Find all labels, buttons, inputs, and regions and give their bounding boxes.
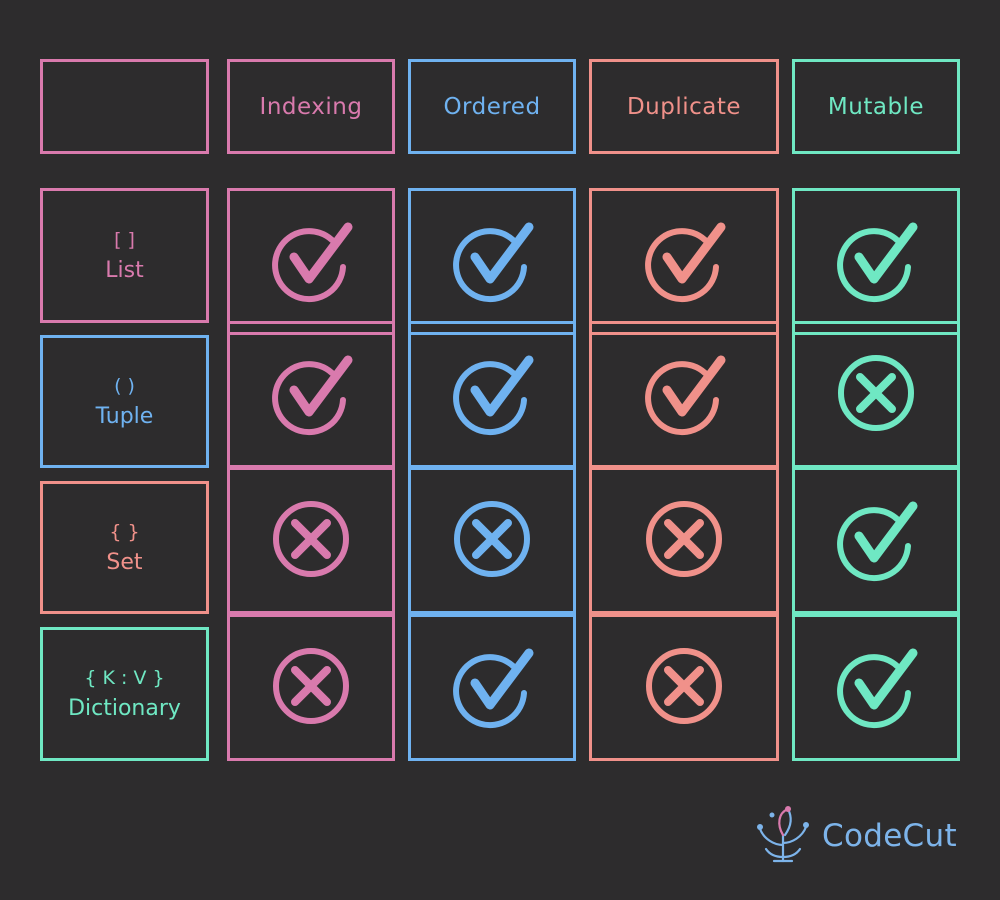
cell-dictionary-ordered (408, 614, 576, 761)
cell-dictionary-mutable (792, 614, 960, 761)
x-circle-icon (449, 496, 535, 586)
check-circle-icon (449, 217, 535, 307)
row-name: Tuple (95, 403, 154, 429)
row-symbol: { K : V } (84, 667, 165, 689)
x-circle-icon (641, 643, 727, 733)
x-circle-icon (268, 643, 354, 733)
row-header-set: { } Set (40, 481, 209, 614)
check-circle-icon (268, 217, 354, 307)
cell-list-mutable (792, 188, 960, 335)
column-header-label: Indexing (259, 93, 363, 120)
cell-dictionary-indexing (227, 614, 395, 761)
column-header-indexing: Indexing (227, 59, 395, 154)
check-circle-icon (641, 350, 727, 440)
plant-circuit-icon (757, 806, 809, 863)
cell-tuple-indexing (227, 321, 395, 468)
column-header-label: Duplicate (626, 93, 742, 120)
check-circle-icon (268, 350, 354, 440)
cell-set-indexing (227, 467, 395, 614)
row-header-tuple: ( ) Tuple (40, 335, 209, 468)
cell-set-duplicate (589, 467, 779, 614)
x-circle-icon (641, 496, 727, 586)
column-header-label: Mutable (827, 93, 925, 120)
logo-text: CodeCut (822, 818, 957, 854)
check-circle-icon (449, 350, 535, 440)
check-circle-icon (833, 217, 919, 307)
check-circle-icon (641, 217, 727, 307)
corner-cell (40, 59, 209, 154)
row-header-list: [ ] List (40, 188, 209, 323)
x-circle-icon (268, 496, 354, 586)
column-header-ordered: Ordered (408, 59, 576, 154)
row-name: Dictionary (68, 696, 181, 721)
cell-tuple-mutable (792, 321, 960, 468)
codecut-logo: CodeCut (752, 805, 957, 867)
cell-list-indexing (227, 188, 395, 335)
check-circle-icon (449, 643, 535, 733)
row-name: Set (106, 549, 143, 575)
cell-tuple-ordered (408, 321, 576, 468)
cell-set-ordered (408, 467, 576, 614)
row-symbol: { } (109, 520, 140, 543)
cell-list-duplicate (589, 188, 779, 335)
row-symbol: [ ] (114, 228, 135, 251)
x-circle-icon (833, 350, 919, 440)
cell-dictionary-duplicate (589, 614, 779, 761)
cell-tuple-duplicate (589, 321, 779, 468)
column-header-label: Ordered (443, 93, 541, 120)
check-circle-icon (833, 643, 919, 733)
column-header-mutable: Mutable (792, 59, 960, 154)
cell-set-mutable (792, 467, 960, 614)
check-circle-icon (833, 496, 919, 586)
row-header-dictionary: { K : V } Dictionary (40, 627, 209, 761)
column-header-duplicate: Duplicate (589, 59, 779, 154)
row-symbol: ( ) (114, 374, 135, 397)
row-name: List (105, 257, 144, 283)
cell-list-ordered (408, 188, 576, 335)
